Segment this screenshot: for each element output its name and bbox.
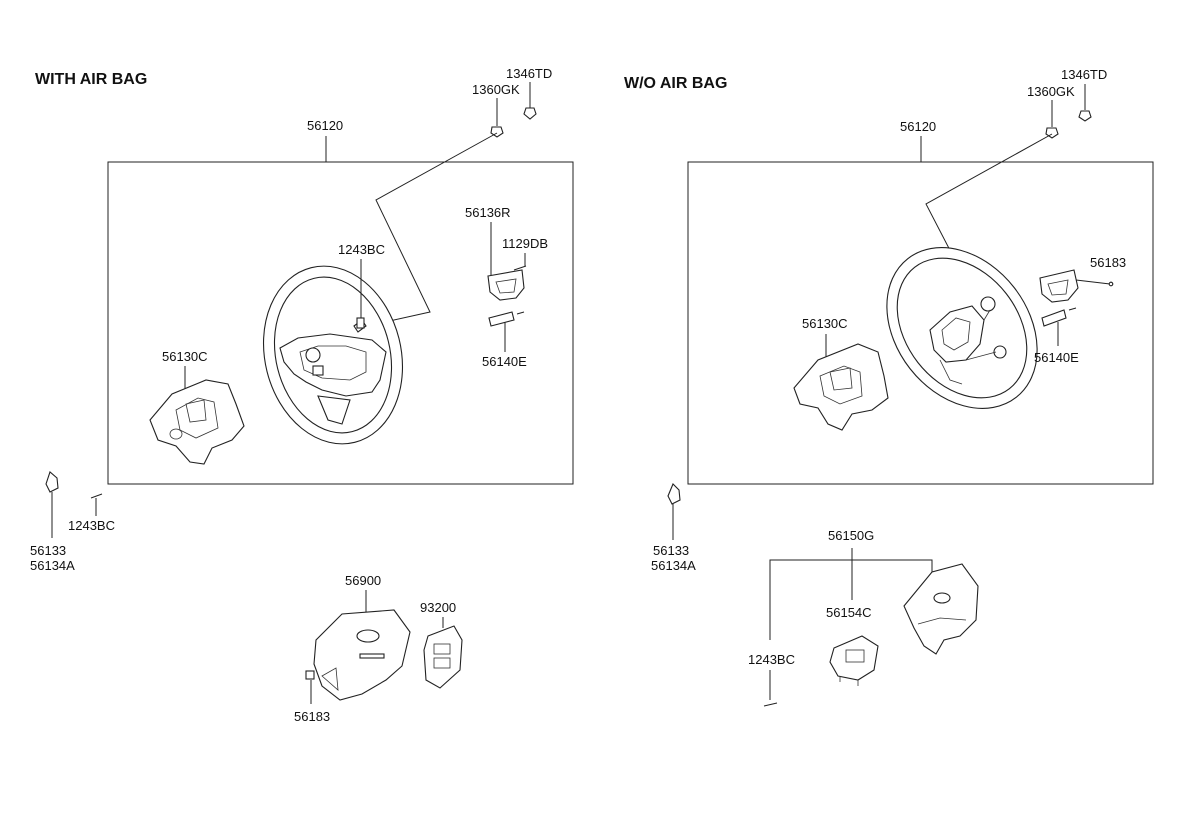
label-1243BC-bottom: 1243BC <box>68 518 115 533</box>
rear-cover-56130C-right <box>793 343 889 431</box>
horn-contact-56154C <box>829 635 879 686</box>
label-56900: 56900 <box>345 573 381 588</box>
airbag-module-56900 <box>313 609 411 701</box>
label-56120-right: 56120 <box>900 119 936 134</box>
rear-cover-56130C <box>149 379 245 465</box>
label-56130C-right: 56130C <box>802 316 848 331</box>
label-56183-right: 56183 <box>1090 255 1126 270</box>
label-56183: 56183 <box>294 709 330 724</box>
screw-1129DB <box>513 265 527 271</box>
cap-56133 <box>45 471 59 493</box>
steering-wheel-assembly-frame-right <box>687 161 1154 485</box>
horn-cover-56150G <box>903 563 979 655</box>
cap-56133-right <box>667 483 681 505</box>
label-56133-right: 56133 <box>653 543 689 558</box>
section-title-with-airbag: WITH AIR BAG <box>35 71 147 88</box>
label-1243BC-right: 1243BC <box>748 652 795 667</box>
switch-56140E-right <box>1041 309 1067 327</box>
label-93200: 93200 <box>420 600 456 615</box>
leader-56183-right <box>1075 279 1111 285</box>
steering-wheel-right <box>886 247 1038 409</box>
screw-56140E-right <box>1068 307 1077 311</box>
switch-56140E <box>488 311 515 327</box>
steering-wheel-assembly-frame <box>107 161 574 485</box>
section-without-airbag: W/O AIR BAG 1346TD 1360GK 56120 56183 <box>624 67 1154 707</box>
label-56134A: 56134A <box>30 558 75 573</box>
bracket-56136R <box>487 269 525 301</box>
label-56140E: 56140E <box>482 354 527 369</box>
label-56150G: 56150G <box>828 528 874 543</box>
label-1360GK: 1360GK <box>472 82 520 97</box>
screw-56140E <box>516 311 525 315</box>
switch-93200 <box>423 625 463 689</box>
label-56136R: 56136R <box>465 205 511 220</box>
bolt-1346TD-right <box>1078 110 1092 122</box>
label-56154C: 56154C <box>826 605 872 620</box>
label-1360GK-right: 1360GK <box>1027 84 1075 99</box>
label-56133: 56133 <box>30 543 66 558</box>
screw-1243BC-right <box>763 702 778 707</box>
section-title-without-airbag: W/O AIR BAG <box>624 75 727 92</box>
bolt-1346TD <box>523 107 537 120</box>
label-56120: 56120 <box>307 118 343 133</box>
steering-wheel <box>262 265 404 445</box>
leader-56150G-group <box>769 559 933 640</box>
label-1129DB: 1129DB <box>502 236 548 251</box>
label-1346TD: 1346TD <box>506 66 552 81</box>
label-56140E-right: 56140E <box>1034 350 1079 365</box>
label-56130C: 56130C <box>162 349 208 364</box>
label-1346TD-right: 1346TD <box>1061 67 1107 82</box>
label-56134A-right: 56134A <box>651 558 696 573</box>
section-with-airbag: WITH AIR BAG 1346TD 1360GK 56120 1243BC <box>30 66 574 724</box>
bracket-56183-right <box>1039 269 1079 303</box>
screw-1243BC-bottom <box>90 493 103 499</box>
screw-1243BC-top <box>356 317 365 329</box>
screw-56183-right <box>1108 281 1114 287</box>
label-1243BC-top: 1243BC <box>338 242 385 257</box>
pin-56183 <box>305 670 315 680</box>
